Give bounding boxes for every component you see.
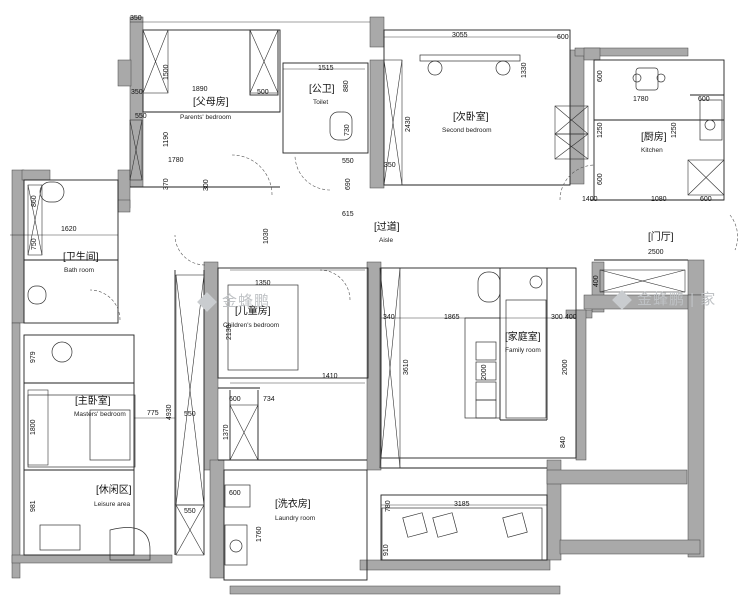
dim-label: 1500 bbox=[163, 64, 170, 80]
dim-label: 780 bbox=[385, 500, 392, 512]
watermark-suffix: 家 bbox=[700, 291, 717, 308]
dim-label: 860 bbox=[31, 195, 38, 207]
dim-label: 1250 bbox=[597, 122, 604, 138]
dim-label: 1030 bbox=[263, 228, 270, 244]
dim-label: 2000 bbox=[562, 359, 569, 375]
dim-label: 775 bbox=[147, 410, 159, 417]
dim-label: 1780 bbox=[168, 157, 184, 164]
dim-label: 1190 bbox=[163, 131, 170, 147]
dim-label: 981 bbox=[30, 500, 37, 512]
dim-label: 1410 bbox=[322, 373, 338, 380]
dim-label: 840 bbox=[560, 436, 567, 448]
dim-label: 615 bbox=[342, 211, 354, 218]
watermark-logo-icon bbox=[197, 292, 217, 312]
dim-label: 2130 bbox=[226, 324, 233, 340]
dim-label: 600 bbox=[557, 34, 569, 41]
dim-label: 600 bbox=[597, 173, 604, 185]
dim-label: 4930 bbox=[166, 404, 173, 420]
dim-label: 1800 bbox=[30, 419, 37, 435]
dim-label: 340 bbox=[383, 314, 395, 321]
doors bbox=[89, 154, 738, 321]
room-label-parents: [父母房] bbox=[193, 97, 229, 108]
watermark-left: 金蜂鹏 bbox=[197, 290, 271, 312]
dim-label: 350 bbox=[130, 15, 142, 22]
dim-label: 500 bbox=[257, 89, 269, 96]
room-sublabel-laundry: Laundry room bbox=[275, 515, 316, 522]
room-sublabel-children: Children's bedroom bbox=[223, 322, 280, 329]
dim-label: 1330 bbox=[521, 62, 528, 78]
room-sublabel-kitchen: Kitchen bbox=[641, 147, 663, 154]
watermark-right: 金蜂鹏 | 家 bbox=[612, 288, 717, 310]
dim-label: 730 bbox=[344, 124, 351, 136]
dim-label: 3185 bbox=[454, 501, 470, 508]
dim-label: 2430 bbox=[405, 116, 412, 132]
dim-label: 300 bbox=[551, 314, 563, 321]
dim-label: 300 bbox=[203, 179, 210, 191]
room-label-toilet: [公卫] bbox=[309, 84, 335, 95]
dim-label: 600 bbox=[229, 396, 241, 403]
room-label-family: [家庭室] bbox=[505, 332, 541, 343]
dim-label: 880 bbox=[343, 80, 350, 92]
dim-label: 734 bbox=[263, 396, 275, 403]
room-sublabel-bath: Bath room bbox=[64, 267, 94, 274]
dim-label: 1865 bbox=[444, 314, 460, 321]
dim-label: 350 bbox=[384, 162, 396, 169]
room-label-children: [儿童房] bbox=[235, 306, 271, 317]
dim-label: 1350 bbox=[255, 280, 271, 287]
dimension-lines bbox=[10, 21, 576, 506]
room-sublabel-master: Masters' bedroom bbox=[74, 411, 126, 418]
dim-label: 550 bbox=[184, 411, 196, 418]
dim-label: 1515 bbox=[318, 65, 334, 72]
watermark-brand: 金蜂鹏 bbox=[637, 291, 686, 308]
dim-label: 350 bbox=[131, 89, 143, 96]
dim-label: 600 bbox=[229, 490, 241, 497]
dim-label: 550 bbox=[184, 508, 196, 515]
dim-label: 600 bbox=[700, 196, 712, 203]
room-sublabel-leisure: Leisure area bbox=[94, 501, 131, 508]
dim-label: 1890 bbox=[192, 86, 208, 93]
dim-label: 3610 bbox=[403, 359, 410, 375]
dim-label: 979 bbox=[30, 351, 37, 363]
room-sublabel-aisle: Aisle bbox=[379, 237, 394, 244]
watermark-brand: 金蜂鹏 bbox=[222, 293, 271, 310]
dim-label: 2000 bbox=[481, 364, 488, 380]
dim-label: 750 bbox=[31, 238, 38, 250]
dim-label: 1760 bbox=[256, 526, 263, 542]
dim-label: 1620 bbox=[61, 226, 77, 233]
dim-label: 1250 bbox=[671, 122, 678, 138]
furniture bbox=[27, 54, 723, 566]
room-sublabel-second: Second bedroom bbox=[442, 127, 492, 134]
room-sublabel-parents: Parents' bedroom bbox=[180, 114, 232, 121]
room-label-laundry: [洗衣房] bbox=[275, 499, 311, 510]
dim-label: 400 bbox=[565, 314, 577, 321]
room-label-foyer: [门厅] bbox=[648, 232, 674, 243]
walls bbox=[11, 16, 705, 595]
room-sublabel-family: Family room bbox=[505, 347, 541, 354]
room-label-kitchen: [厨房] bbox=[641, 132, 667, 143]
dim-label: 1080 bbox=[651, 196, 667, 203]
dim-label: 2500 bbox=[648, 249, 664, 256]
dim-label: 550 bbox=[135, 113, 147, 120]
dim-label: 1370 bbox=[223, 424, 230, 440]
dim-label: 370 bbox=[163, 178, 170, 190]
room-label-bath: [卫生间] bbox=[63, 252, 99, 263]
room-label-second: [次卧室] bbox=[453, 112, 489, 123]
room-label-master: [主卧室] bbox=[75, 396, 111, 407]
room-sublabel-toilet: Toilet bbox=[313, 99, 329, 106]
room-label-leisure: [休闲区] bbox=[96, 485, 132, 496]
dim-label: 3055 bbox=[452, 32, 468, 39]
watermark-logo-icon bbox=[612, 290, 632, 310]
dim-label: 690 bbox=[345, 178, 352, 190]
dim-label: 600 bbox=[597, 70, 604, 82]
dim-label: 1780 bbox=[633, 96, 649, 103]
dim-label: 910 bbox=[383, 544, 390, 556]
dim-label: 400 bbox=[593, 275, 600, 287]
dim-label: 1400 bbox=[582, 196, 598, 203]
dim-label: 550 bbox=[342, 158, 354, 165]
dim-label: 600 bbox=[698, 96, 710, 103]
room-label-aisle: [过道] bbox=[374, 222, 400, 233]
